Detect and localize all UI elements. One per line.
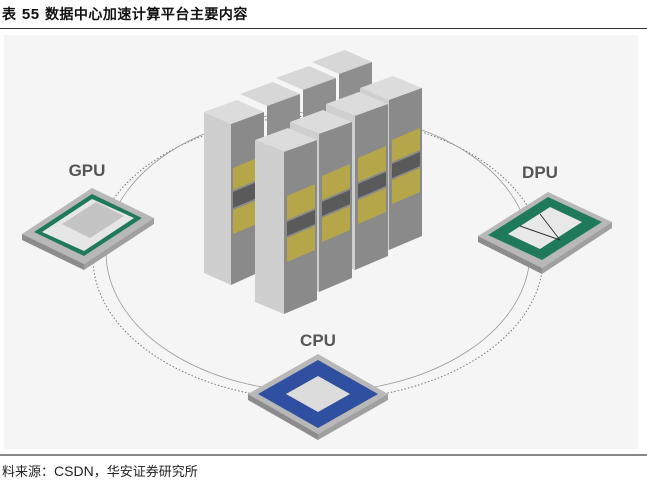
gpu-label: GPU (69, 161, 106, 180)
cpu-label: CPU (300, 331, 336, 350)
table-title: 表 55 数据中心加速计算平台主要内容 (2, 4, 248, 24)
top-rule (0, 28, 647, 29)
cpu-node: CPU (248, 331, 388, 440)
gpu-chip-icon (22, 188, 154, 270)
bottom-rule (0, 454, 647, 456)
title-number: 55 (21, 6, 40, 23)
rack (255, 128, 317, 314)
source-prefix: 料来源： (2, 465, 55, 480)
source-suffix: ，华安证券研究所 (93, 465, 198, 480)
title-prefix: 表 (2, 7, 17, 23)
gpu-node: GPU (22, 161, 154, 270)
server-racks-icon (204, 50, 422, 314)
title-text: 数据中心加速计算平台主要内容 (44, 7, 248, 23)
dpu-chip-icon (478, 192, 612, 274)
cpu-chip-icon (248, 354, 388, 440)
dpu-node: DPU (478, 163, 612, 274)
source-latin: CSDN (54, 463, 94, 479)
source-note: 料来源：CSDN，华安证券研究所 (2, 461, 198, 480)
dpu-label: DPU (522, 163, 558, 182)
